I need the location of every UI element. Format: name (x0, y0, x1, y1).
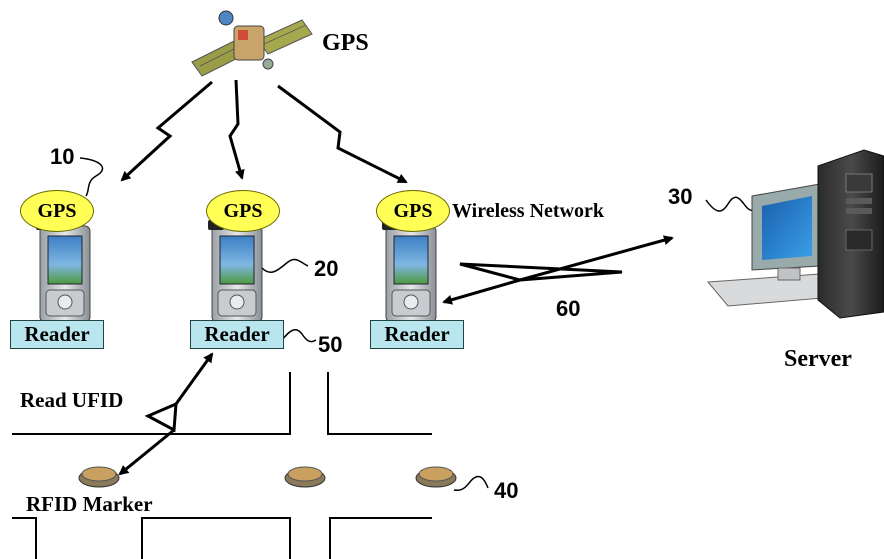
leader-30 (705, 196, 759, 212)
read-ufid-label: Read UFID (20, 388, 124, 412)
ref-40: 40 (494, 478, 519, 503)
gps-badge: GPS (376, 190, 450, 232)
road-grid (12, 372, 432, 559)
satellite-link-right (277, 84, 408, 184)
rfid-marker-icon (284, 466, 326, 488)
satellite-link-center (228, 79, 245, 180)
satellite-icon (191, 10, 313, 77)
pda-icon (36, 220, 91, 323)
ref-20: 20 (314, 256, 339, 281)
satellite-link-left (120, 80, 213, 182)
leader-50 (281, 329, 317, 343)
rfid-marker-label: RFID Marker (26, 492, 153, 516)
reader-label: Reader (370, 320, 464, 349)
gps-title: GPS (322, 30, 369, 56)
server-label: Server (784, 346, 852, 372)
ref-10: 10 (50, 144, 75, 169)
leader-20 (261, 258, 309, 273)
gps-badge: GPS (206, 190, 280, 232)
leader-40 (453, 475, 489, 491)
server-tower-icon (817, 149, 884, 319)
read-ufid-link (118, 352, 214, 476)
pda-icon (382, 220, 437, 323)
ref-50: 50 (318, 332, 343, 357)
ref-30: 30 (668, 184, 693, 209)
monitor-icon (706, 183, 848, 307)
reader-label: Reader (10, 320, 104, 349)
rfid-marker-icon (415, 466, 457, 488)
leader-10 (79, 157, 104, 197)
wireless-network-label: Wireless Network (452, 200, 605, 222)
ref-60: 60 (556, 296, 581, 321)
rfid-marker-icon (78, 466, 120, 488)
gps-badge: GPS (20, 190, 94, 232)
pda-icon (208, 220, 263, 323)
wireless-link (442, 235, 674, 305)
reader-label: Reader (190, 320, 284, 349)
